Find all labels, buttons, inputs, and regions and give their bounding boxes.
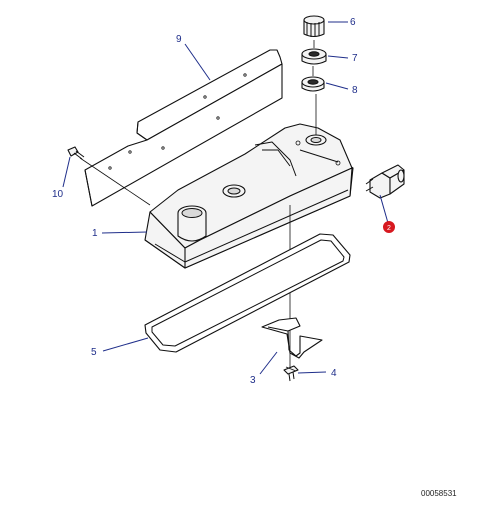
- callout-label-5: 5: [91, 347, 97, 358]
- callout-label-2: 2: [387, 225, 391, 232]
- elbow-fitting: [365, 164, 405, 199]
- diagram-reference-code: 00058531: [421, 489, 457, 498]
- nut-part: [301, 48, 327, 65]
- callout-label-7: 7: [352, 53, 358, 64]
- callouts: 6 7 8 9 10 1 5 3 4 2: [52, 17, 395, 386]
- screw-part: [283, 365, 299, 382]
- callout-label-9: 9: [176, 34, 182, 45]
- bracket-part: [261, 317, 323, 359]
- callout-label-1: 1: [92, 228, 98, 239]
- gasket-part: [144, 233, 351, 353]
- cap-part: [303, 15, 325, 38]
- callout-label-6: 6: [350, 17, 356, 28]
- grommet-part: [301, 76, 325, 92]
- callout-label-3: 3: [250, 375, 256, 386]
- cover-body: [144, 123, 354, 269]
- heat-shield-plate: [84, 49, 283, 207]
- callout-marker-2: 2: [383, 221, 395, 233]
- bolt-part-10: [67, 146, 85, 160]
- callout-label-8: 8: [352, 85, 358, 96]
- callout-label-10: 10: [52, 189, 64, 200]
- callout-label-4: 4: [331, 368, 337, 379]
